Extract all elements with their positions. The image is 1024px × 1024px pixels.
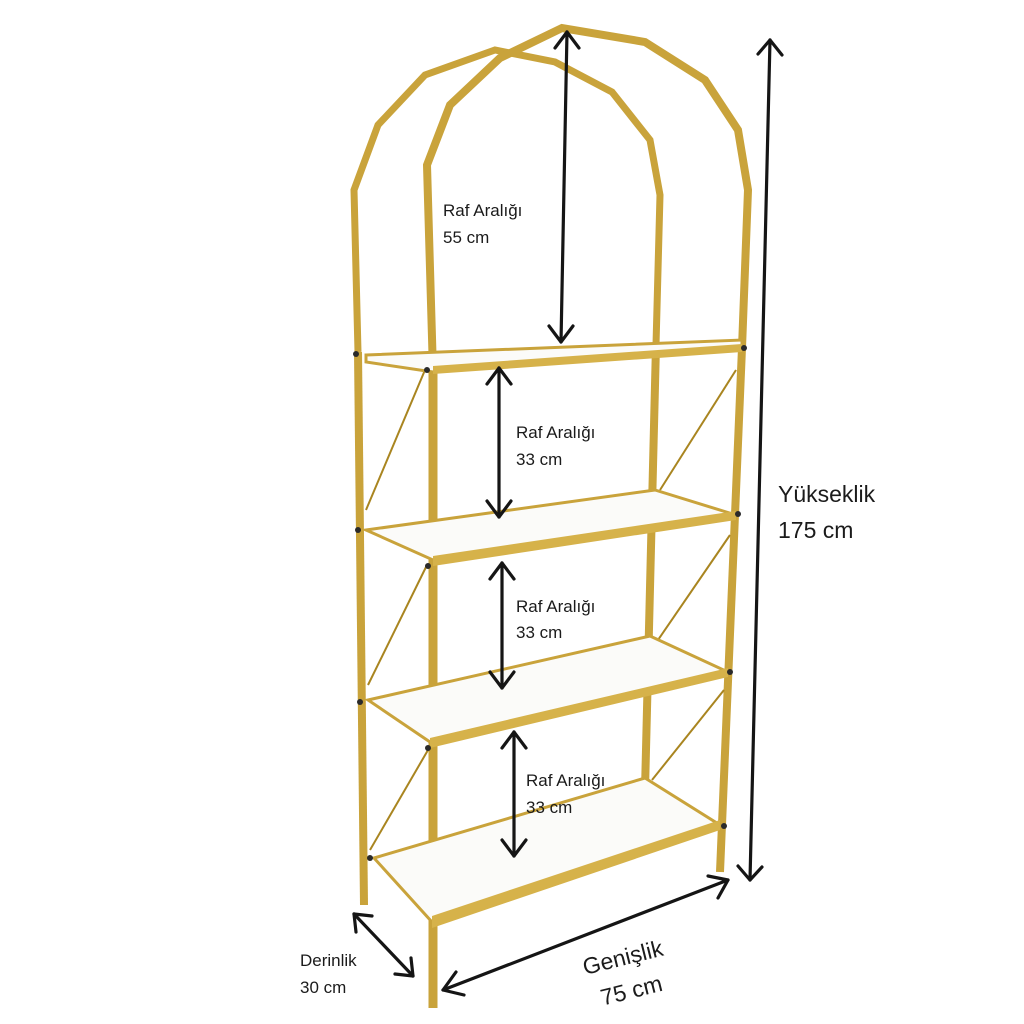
gap-4-title: Raf Aralığı	[526, 771, 605, 790]
gap-4-arrow	[500, 730, 528, 858]
height-value: 175 cm	[778, 517, 853, 543]
shelf-4	[371, 776, 724, 928]
gap-3-title: Raf Aralığı	[516, 597, 595, 616]
gap-top-title: Raf Aralığı	[443, 201, 522, 220]
shelf-2	[360, 488, 737, 566]
height-arrow	[736, 38, 784, 882]
shelf-1	[364, 338, 744, 374]
screws	[353, 345, 747, 861]
gap-3-value: 33 cm	[516, 623, 562, 642]
depth-arrow	[352, 912, 415, 978]
depth-title: Derinlik	[300, 951, 357, 970]
cross-braces	[365, 369, 737, 851]
width-value: 75 cm	[598, 970, 665, 1010]
gap-2-title: Raf Aralığı	[516, 423, 595, 442]
shelf-3	[364, 634, 733, 748]
front-arch-frame	[422, 23, 753, 373]
gap-3-arrow	[488, 561, 516, 690]
gap-2-arrow	[485, 366, 513, 519]
depth-value: 30 cm	[300, 978, 346, 997]
back-arch-frame	[350, 46, 664, 353]
gap-top-arrow	[547, 30, 581, 344]
gap-top-value: 55 cm	[443, 228, 489, 247]
gap-4-value: 33 cm	[526, 798, 572, 817]
height-title: Yükseklik	[778, 481, 876, 507]
gap-2-value: 33 cm	[516, 450, 562, 469]
width-arrow	[441, 874, 730, 997]
